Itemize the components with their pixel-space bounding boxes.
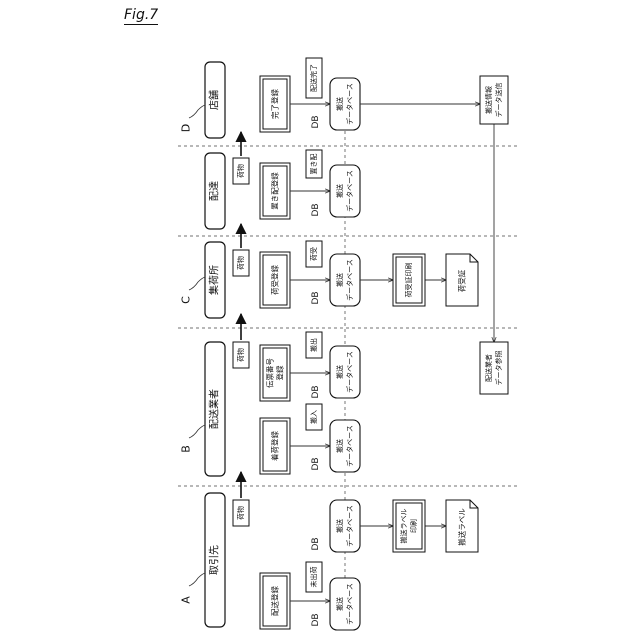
database-6-name-line2: データベース <box>345 170 354 212</box>
status-2-label: 搬入 <box>309 410 318 424</box>
status-5: 置き配 <box>306 150 322 178</box>
actor-a-letter: A <box>180 596 193 604</box>
notify-box-line1: 搬送情報 <box>484 86 493 114</box>
print-process-label-line2: 印刷 <box>410 519 418 533</box>
registration-4-label: 荷受登録 <box>270 265 280 295</box>
actor-b-letter: B <box>180 445 193 453</box>
database-2-name-line2: データベース <box>345 505 354 547</box>
database-7-name-line1: 搬送 <box>335 97 344 111</box>
actor-c: 集荷所 C <box>180 242 226 318</box>
registration-1-label: 配送登録 <box>270 586 280 616</box>
registration-2: 着荷登録 <box>260 418 290 474</box>
print-process-label-box <box>393 500 425 552</box>
database-6-tag: DB <box>311 203 321 216</box>
registration-3: 伝票番号 登録 <box>260 345 290 401</box>
database-2-box <box>330 500 360 552</box>
status-1-label: 未出荷 <box>309 567 318 588</box>
status-4-label: 荷受 <box>309 247 318 261</box>
actor-d-label: 店舗 <box>208 90 221 110</box>
status-6-label: 配送完了 <box>309 64 318 92</box>
print-process-receipt: 荷受証印刷 <box>393 254 425 306</box>
database-6-name-line1: 搬送 <box>335 184 344 198</box>
database-7-box <box>330 78 360 130</box>
database-1-tag: DB <box>311 613 321 626</box>
document-transport-label-text: 搬送ラベル <box>457 508 467 546</box>
database-3-name-line2: データベース <box>345 425 354 467</box>
actor-a-leader <box>189 573 205 586</box>
cargo-3-label: 荷物 <box>236 256 245 270</box>
notify-box-line2: データ送信 <box>494 83 503 118</box>
database-1-name-line1: 搬送 <box>335 597 344 611</box>
document-receipt: 荷受証 <box>446 254 478 306</box>
actor-d-leader <box>189 105 205 118</box>
actor-d-letter: D <box>180 124 193 132</box>
document-transport-label: 搬送ラベル <box>446 500 478 552</box>
status-6: 配送完了 <box>306 58 322 98</box>
status-5-label: 置き配 <box>310 154 318 175</box>
status-2: 搬入 <box>306 404 322 430</box>
status-3: 搬出 <box>306 332 322 358</box>
registration-2-label: 着荷登録 <box>270 431 280 461</box>
actor-d: 店舗 D <box>180 62 226 138</box>
actor-c-label: 集荷所 <box>208 265 221 295</box>
database-5-name-line1: 搬送 <box>335 273 344 287</box>
print-process-receipt-label: 荷受証印刷 <box>404 263 413 298</box>
output-arrows <box>360 104 494 526</box>
actor-a-label: 取引先 <box>209 545 221 575</box>
actor-b-label: 配送業者 <box>208 389 221 429</box>
print-process-label: 搬送ラベル 印刷 <box>393 500 425 552</box>
carrier-ref-box-line1: 配送業者 <box>484 354 493 382</box>
database-1-name-line2: データベース <box>345 583 354 625</box>
registration-6: 完了登録 <box>260 76 290 132</box>
database-5-box <box>330 254 360 306</box>
database-4-tag: DB <box>311 385 321 398</box>
database-6-box <box>330 165 360 217</box>
actor-c-leader <box>189 277 205 290</box>
registration-4: 荷受登録 <box>260 252 290 308</box>
actor-c-letter: C <box>180 296 193 304</box>
database-3-tag: DB <box>311 457 321 470</box>
actor-delivery-label: 配達 <box>209 181 221 201</box>
actor-delivery: 配達 <box>205 153 225 229</box>
database-5-tag: DB <box>311 291 321 304</box>
registration-6-label: 完了登録 <box>270 89 280 119</box>
database-7-name-line2: データベース <box>345 83 354 125</box>
status-4: 荷受 <box>306 241 322 267</box>
database-4-name-line1: 搬送 <box>335 365 344 379</box>
cargo-4-label: 荷物 <box>236 164 245 178</box>
actor-a: 取引先 A <box>180 493 226 627</box>
print-process-label-line1: 搬送ラベル <box>399 509 408 544</box>
carrier-ref-box: 配送業者 データ参照 <box>480 342 508 394</box>
actor-b-leader <box>189 425 205 438</box>
registration-5-label: 置き配登録 <box>270 172 280 210</box>
cargo-2: 荷物 <box>233 342 249 368</box>
database-1-box <box>330 578 360 630</box>
cargo-4: 荷物 <box>233 158 249 184</box>
database-7-tag: DB <box>311 115 321 128</box>
actor-b: 配送業者 B <box>180 342 226 476</box>
cargo-1-label: 荷物 <box>236 506 245 520</box>
cargo-1: 荷物 <box>233 500 249 526</box>
database-3-box <box>330 420 360 472</box>
registration-3-label-line2: 登録 <box>275 365 285 380</box>
status-1: 未出荷 <box>306 562 322 592</box>
notify-box: 搬送情報 データ送信 <box>480 76 508 124</box>
database-4-box <box>330 346 360 398</box>
database-2: 搬送 データベース DB <box>311 500 360 552</box>
database-2-name-line1: 搬送 <box>335 519 344 533</box>
database-4-name-line2: データベース <box>345 351 354 393</box>
registration-3-label-line1: 伝票番号 <box>265 358 275 388</box>
database-5-name-line2: データベース <box>345 259 354 301</box>
registration-1: 配送登録 <box>260 573 290 629</box>
database-3-name-line1: 搬送 <box>335 439 344 453</box>
cargo-3: 荷物 <box>233 250 249 276</box>
registration-5: 置き配登録 <box>260 163 290 219</box>
carrier-ref-box-line2: データ参照 <box>494 351 503 386</box>
document-receipt-text: 荷受証 <box>457 269 467 292</box>
database-2-tag: DB <box>311 537 321 550</box>
status-3-label: 搬出 <box>309 338 318 352</box>
cargo-2-label: 荷物 <box>236 348 245 362</box>
